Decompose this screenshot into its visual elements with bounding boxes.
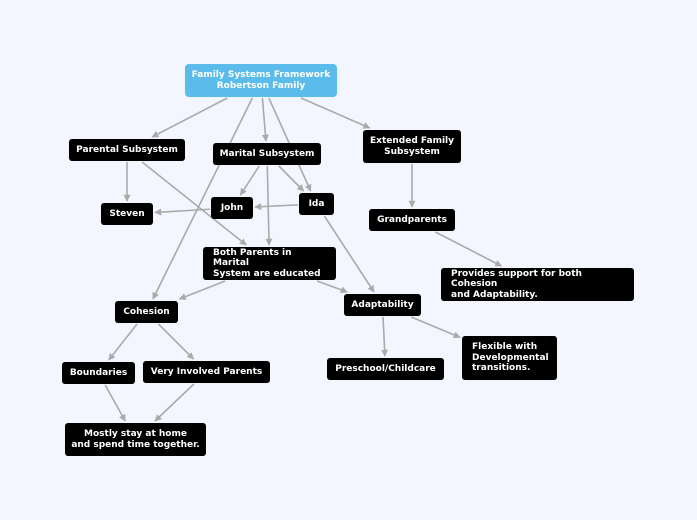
connector-cohesion-to-very_involved — [157, 323, 195, 360]
connector-root-to-marital — [261, 97, 269, 142]
connector-root-to-cohesion — [152, 97, 254, 300]
root-node-family-systems-framework[interactable]: Family Systems Framework Robertson Famil… — [185, 64, 337, 97]
node-mostly-stay-at-home[interactable]: Mostly stay at home and spend time toget… — [65, 423, 206, 456]
node-both-parents-educated[interactable]: Both Parents in Marital System are educa… — [203, 247, 336, 280]
connector-root-to-extended — [300, 97, 371, 129]
node-john[interactable]: John — [211, 197, 253, 219]
connector-parental-to-both_parents — [141, 161, 247, 246]
node-grandparents[interactable]: Grandparents — [369, 209, 455, 231]
node-provides-support[interactable]: Provides support for both Cohesion and A… — [441, 268, 634, 301]
connector-both_parents-to-cohesion — [178, 280, 226, 300]
connector-boundaries-to-mostly_stay — [104, 384, 126, 422]
connector-very_involved-to-mostly_stay — [154, 383, 195, 422]
node-preschool-childcare[interactable]: Preschool/Childcare — [327, 358, 444, 380]
connector-cohesion-to-boundaries — [108, 323, 138, 361]
connector-adaptability-to-preschool — [381, 316, 389, 357]
connector-john-to-steven — [154, 208, 211, 216]
node-adaptability[interactable]: Adaptability — [344, 294, 421, 316]
node-marital-subsystem[interactable]: Marital Subsystem — [213, 143, 321, 165]
connector-grandparents-to-provides_support — [434, 231, 503, 267]
node-steven[interactable]: Steven — [101, 203, 153, 225]
connector-marital-to-john — [239, 165, 260, 196]
node-extended-family-subsystem[interactable]: Extended Family Subsystem — [363, 130, 461, 163]
node-ida[interactable]: Ida — [299, 193, 334, 215]
connector-both_parents-to-adaptability — [316, 280, 348, 294]
node-cohesion[interactable]: Cohesion — [115, 301, 178, 323]
node-boundaries[interactable]: Boundaries — [62, 362, 135, 384]
connector-ida-to-john — [254, 203, 299, 211]
node-parental-subsystem[interactable]: Parental Subsystem — [69, 139, 185, 161]
connector-adaptability-to-flexible — [410, 316, 461, 339]
connector-marital-to-ida — [278, 165, 305, 192]
node-very-involved-parents[interactable]: Very Involved Parents — [143, 361, 270, 383]
connector-root-to-parental — [151, 97, 228, 138]
connector-ida-to-adaptability — [323, 215, 375, 293]
node-flexible-developmental-transitions[interactable]: Flexible with Developmental transitions. — [462, 336, 557, 380]
